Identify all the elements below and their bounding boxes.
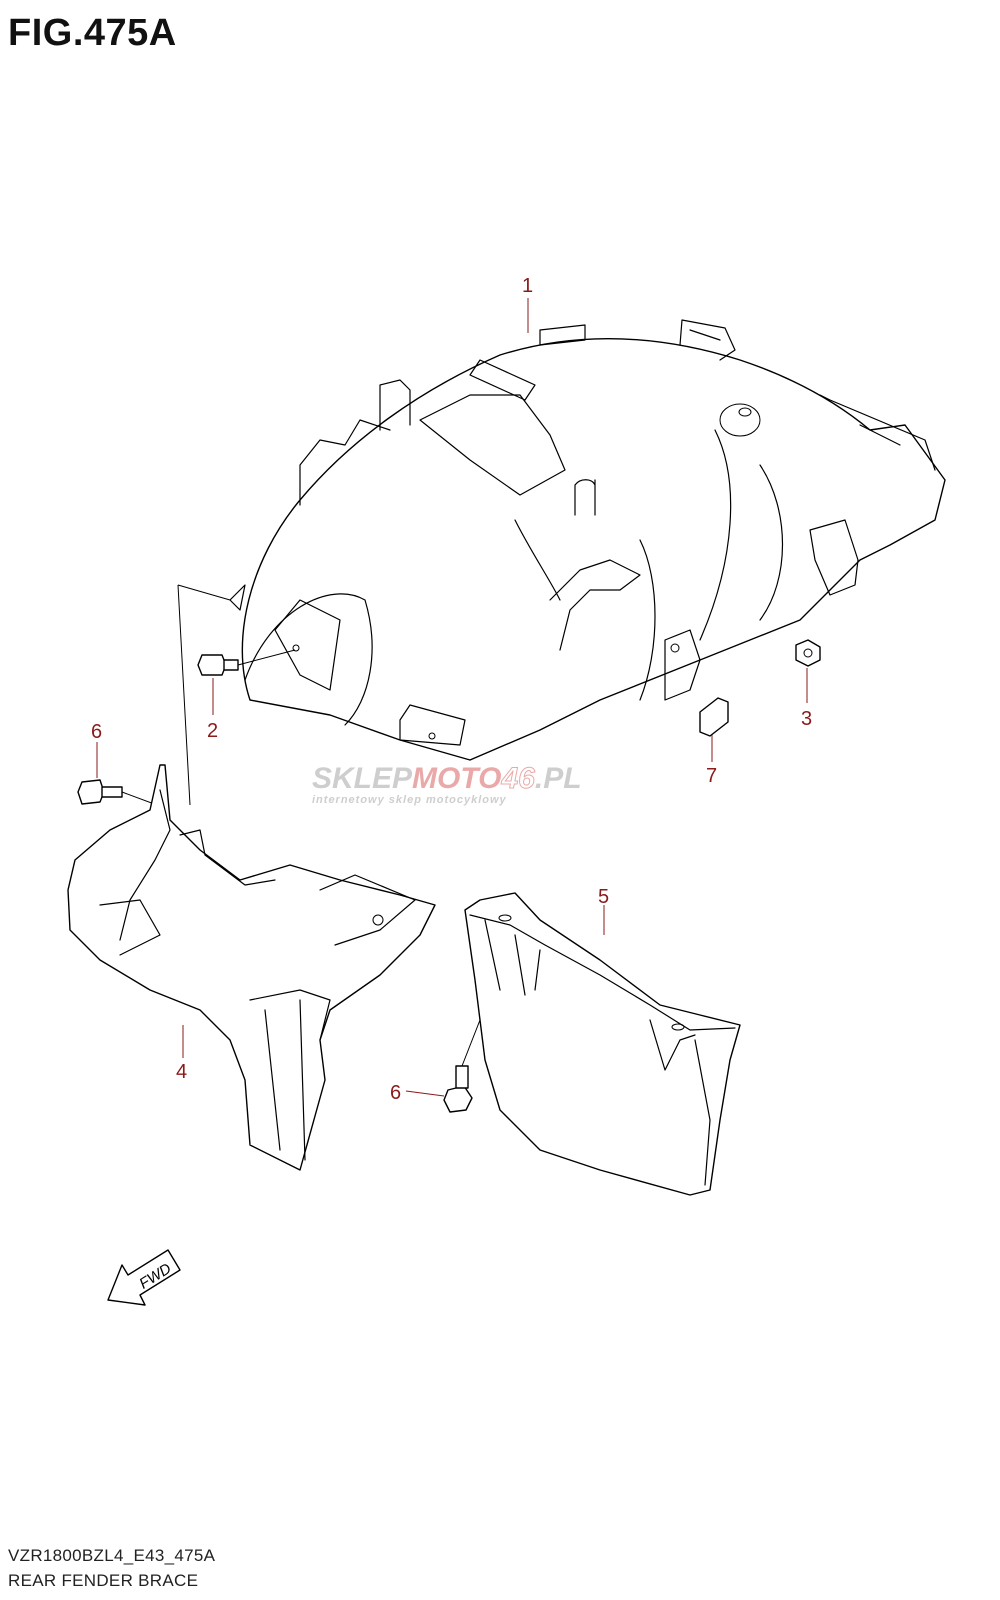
callout-7: 7	[706, 765, 717, 787]
figure-title: FIG.475A	[8, 12, 177, 54]
callout-1: 1	[522, 275, 533, 297]
callout-4: 4	[176, 1061, 187, 1083]
forward-arrow-icon: FWD	[107, 1249, 181, 1306]
diagram-name: REAR FENDER BRACE	[8, 1571, 199, 1590]
watermark-part3: 46	[500, 762, 535, 795]
bolt-6-lower	[443, 1019, 481, 1113]
watermark-tagline: internetowy sklep motocyklowy	[312, 794, 507, 806]
watermark-part4: .PL	[535, 762, 582, 795]
watermark-part2: MOTO	[412, 762, 501, 795]
svg-text:SKLEPMOTO46.PL: SKLEPMOTO46.PL	[312, 762, 582, 795]
callout-6-lower: 6	[390, 1082, 401, 1104]
fender-cover-5	[464, 892, 741, 1196]
rear-fender	[229, 319, 946, 761]
callout-3: 3	[801, 708, 812, 730]
fender-brace-4	[67, 764, 436, 1171]
nut-3	[795, 639, 821, 667]
bolt-2	[197, 649, 296, 676]
callout-6-upper: 6	[91, 721, 102, 743]
callout-5: 5	[598, 886, 609, 908]
pad-7	[699, 697, 729, 737]
model-code: VZR1800BZL4_E43_475A	[8, 1546, 216, 1565]
watermark-part1: SKLEP	[312, 762, 413, 795]
watermark: SKLEPMOTO46.PL internetowy sklep motocyk…	[312, 762, 582, 807]
callout-2: 2	[207, 720, 218, 742]
